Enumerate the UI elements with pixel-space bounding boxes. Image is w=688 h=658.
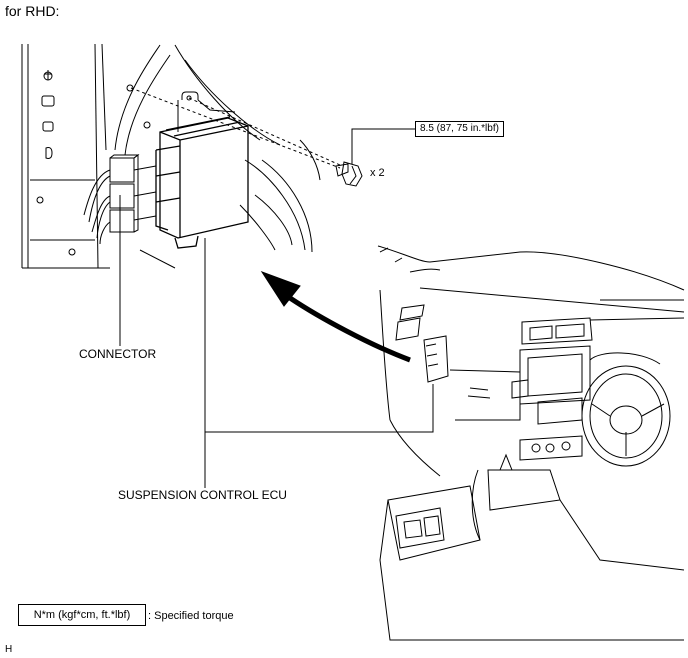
legend-symbol: N*m (kgf*cm, ft.*lbf) xyxy=(18,604,146,626)
ecu-label: SUSPENSION CONTROL ECU xyxy=(118,488,287,502)
connector-label: CONNECTOR xyxy=(79,347,157,361)
vehicle-structure xyxy=(114,44,321,269)
torque-callout: 8.5 (87, 75 in.*lbf) xyxy=(415,121,504,137)
dashboard-overview xyxy=(377,245,685,641)
arrow-head xyxy=(260,271,301,307)
bolt-quantity: x 2 xyxy=(370,167,385,179)
suspension-control-ecu xyxy=(155,116,249,249)
legend-description: : Specified torque xyxy=(148,610,234,622)
location-arrow xyxy=(288,295,411,363)
connector xyxy=(83,154,157,245)
torque-leader xyxy=(351,128,415,164)
figure-code: H xyxy=(5,644,13,655)
leader-lines xyxy=(119,232,434,488)
bolt xyxy=(335,161,363,187)
page-heading: for RHD: xyxy=(5,3,60,19)
body-panel xyxy=(21,43,110,269)
alignment-lines xyxy=(130,87,341,169)
